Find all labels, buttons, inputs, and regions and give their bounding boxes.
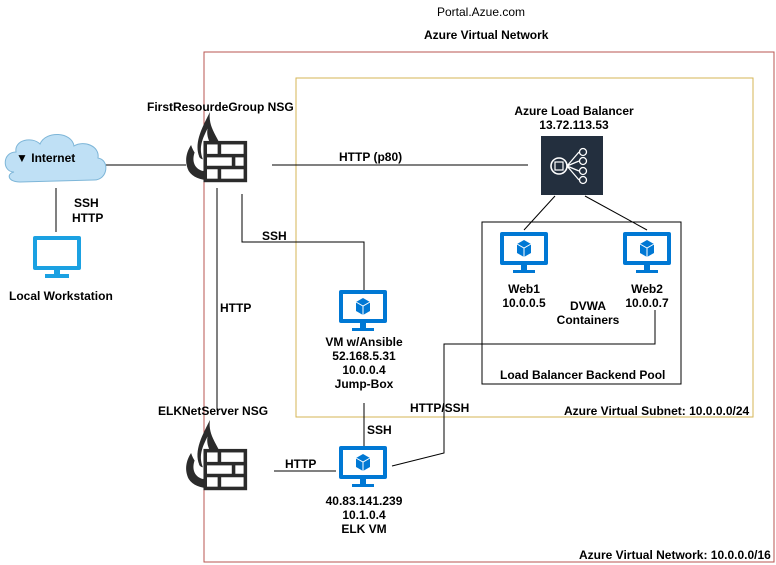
internet-cloud-icon <box>4 134 107 183</box>
edge-elk-web2 <box>391 310 656 467</box>
dvwa-label: DVWA <box>570 299 606 313</box>
vm-icon-web1 <box>499 231 549 274</box>
web2-ip-label: 10.0.0.7 <box>625 296 669 310</box>
edge-label-http-p80: HTTP (p80) <box>339 150 403 164</box>
internet-text: Internet <box>31 151 76 165</box>
firewall-icon-nsg1 <box>184 110 248 183</box>
containers-label: Containers <box>556 313 620 327</box>
subnet-boundary <box>295 77 754 418</box>
edge-nsg1-jump <box>241 194 365 290</box>
connectors <box>55 164 656 472</box>
local-workstation-label: Local Workstation <box>9 289 113 303</box>
edge-lb-web2 <box>584 195 648 231</box>
backend-pool-box <box>481 221 682 385</box>
workstation-icon <box>33 236 81 278</box>
edge-label-http: HTTP <box>72 211 104 225</box>
edge-label-ssh: SSH <box>74 196 99 210</box>
vnet-bottom-label: Azure Virtual Network: 10.0.0.0/16 <box>579 548 771 562</box>
web1-ip-label: 10.0.0.5 <box>502 296 546 310</box>
nsg2-label: ELKNetServer NSG <box>158 404 269 418</box>
load-balancer-icon <box>541 136 603 195</box>
edge-label-http-ssh: HTTP/SSH <box>410 401 470 415</box>
vnet-top-title: Azure Virtual Network <box>424 28 549 42</box>
lb-ip-label: 13.72.113.53 <box>539 118 609 132</box>
edge-label-ssh-elk: SSH <box>367 423 392 437</box>
jumpbox-label-4: Jump-Box <box>334 377 394 391</box>
vm-icon-web2 <box>622 231 672 274</box>
elk-label-2: 10.1.0.4 <box>342 508 386 522</box>
nsg1-label: FirstResourdeGroup NSG <box>147 100 294 114</box>
elk-label-1: 40.83.141.239 <box>325 494 403 508</box>
firewall-icon-nsg2 <box>184 418 248 491</box>
edge-label-http-vertical: HTTP <box>220 301 252 315</box>
chevron-down-icon: ▼ <box>16 151 28 165</box>
web2-name-label: Web2 <box>631 282 663 296</box>
subnet-label: Azure Virtual Subnet: 10.0.0.0/24 <box>564 404 750 418</box>
edge-label-http-elk: HTTP <box>285 457 317 471</box>
jumpbox-label-1: VM w/Ansible <box>325 335 403 349</box>
vnet-boundary <box>203 51 775 563</box>
vm-icon-jumpbox <box>338 289 388 332</box>
elk-label-3: ELK VM <box>341 522 387 536</box>
edge-lb-web1 <box>523 195 556 231</box>
jumpbox-label-2: 52.168.5.31 <box>332 349 396 363</box>
vm-icon-elk <box>338 445 388 488</box>
edge-label-ssh-jump: SSH <box>262 229 287 243</box>
lb-name-label: Azure Load Balancer <box>514 104 634 118</box>
internet-label: ▼ Internet <box>16 151 75 165</box>
jumpbox-label-3: 10.0.0.4 <box>342 363 386 377</box>
portal-title: Portal.Azue.com <box>437 5 526 19</box>
backend-pool-label: Load Balancer Backend Pool <box>500 368 666 382</box>
web1-name-label: Web1 <box>508 282 540 296</box>
